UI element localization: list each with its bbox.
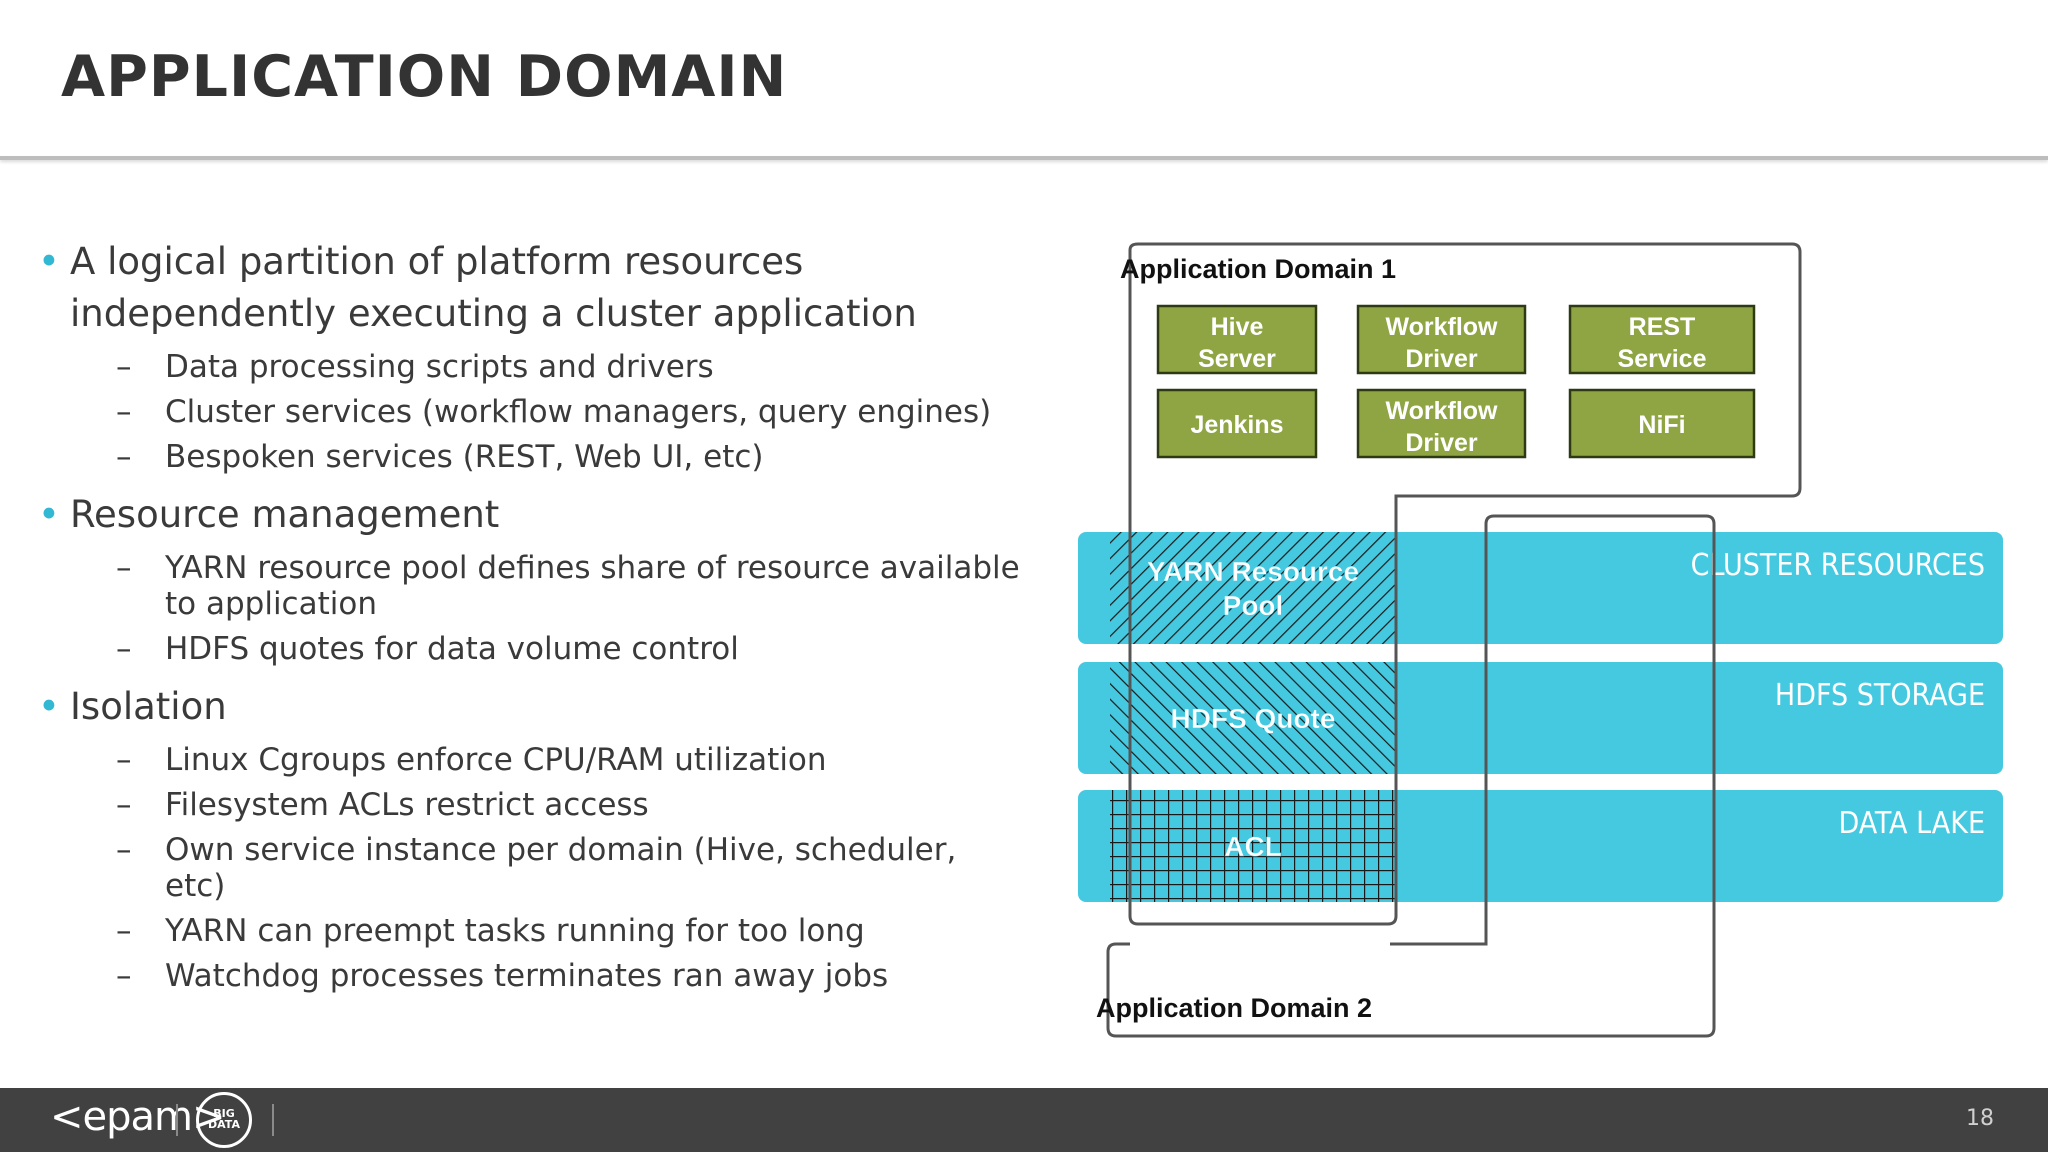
band-overlay-2 bbox=[1110, 790, 1396, 902]
bullet-item: • Isolation bbox=[38, 681, 1048, 733]
sub-bullet-text: Watchdog processes terminates ran away j… bbox=[165, 958, 889, 994]
service-label: Hive bbox=[1211, 313, 1264, 341]
sub-bullet-text: Data processing scripts and drivers bbox=[165, 349, 714, 385]
sub-bullet-text: Filesystem ACLs restrict access bbox=[165, 787, 649, 823]
sub-bullet-item: –YARN can preempt tasks running for too … bbox=[38, 913, 1048, 949]
dash-icon: – bbox=[116, 394, 132, 430]
service-label: Server bbox=[1198, 345, 1276, 373]
service-label: NiFi bbox=[1638, 411, 1685, 439]
band-inner-label: YARN Resource bbox=[1147, 556, 1359, 587]
bullet-text-continued: independently executing a cluster applic… bbox=[70, 292, 917, 335]
band-inner-label: Pool bbox=[1223, 590, 1284, 621]
bullet-item: • A logical partition of platform resour… bbox=[38, 236, 1048, 340]
service-label: Driver bbox=[1405, 429, 1478, 457]
dash-icon: – bbox=[116, 832, 132, 868]
sub-bullet-text-continued: etc) bbox=[165, 868, 226, 904]
big-data-logo-top: BIG bbox=[213, 1107, 235, 1120]
sub-bullet-item: –HDFS quotes for data volume control bbox=[38, 631, 1048, 667]
application-domain-1-label: Application Domain 1 bbox=[1120, 254, 1396, 284]
sub-bullet-item: –Own service instance per domain (Hive, … bbox=[38, 832, 1048, 904]
bullet-item: • Resource management bbox=[38, 489, 1048, 541]
service-boxes: HiveServerWorkflowDriverRESTServiceJenki… bbox=[1156, 304, 1756, 459]
bullet-text: Resource management bbox=[70, 493, 500, 536]
sub-bullet-text-continued: to application bbox=[165, 586, 377, 622]
band-label: HDFS STORAGE bbox=[1775, 678, 1985, 713]
sub-bullet-list: –Linux Cgroups enforce CPU/RAM utilizati… bbox=[38, 742, 1048, 994]
footer-divider bbox=[272, 1104, 274, 1136]
dash-icon: – bbox=[116, 958, 132, 994]
bullet-dot-icon: • bbox=[38, 240, 60, 283]
dash-icon: – bbox=[116, 550, 132, 586]
slide-footer bbox=[0, 1088, 2048, 1152]
service-label: Driver bbox=[1405, 345, 1478, 373]
sub-bullet-text: Linux Cgroups enforce CPU/RAM utilizatio… bbox=[165, 742, 827, 778]
sub-bullet-text: YARN resource pool defines share of reso… bbox=[165, 550, 1020, 586]
sub-bullet-list: –Data processing scripts and drivers –Cl… bbox=[38, 349, 1048, 475]
band-label: DATA LAKE bbox=[1839, 806, 1985, 841]
application-domain-2-border bbox=[1106, 514, 1716, 1038]
sub-bullet-item: –Filesystem ACLs restrict access bbox=[38, 787, 1048, 823]
sub-bullet-item: –Linux Cgroups enforce CPU/RAM utilizati… bbox=[38, 742, 1048, 778]
sub-bullet-list: –YARN resource pool defines share of res… bbox=[38, 550, 1048, 667]
sub-bullet-item: –YARN resource pool defines share of res… bbox=[38, 550, 1048, 622]
header-divider bbox=[0, 156, 2048, 160]
service-label: Jenkins bbox=[1190, 411, 1283, 439]
band-overlay-0 bbox=[1110, 532, 1396, 644]
bullet-text: Isolation bbox=[70, 685, 227, 728]
dash-icon: – bbox=[116, 913, 132, 949]
service-box bbox=[1568, 304, 1756, 375]
slide-header: APPLICATION DOMAIN bbox=[0, 0, 2048, 156]
service-box bbox=[1156, 388, 1318, 459]
band-inner-label: HDFS Quote bbox=[1171, 703, 1336, 734]
slide-title: APPLICATION DOMAIN bbox=[61, 44, 788, 110]
service-label: Service bbox=[1618, 345, 1707, 373]
page-number: 18 bbox=[1966, 1106, 1994, 1131]
sub-bullet-text: Cluster services (workflow managers, que… bbox=[165, 394, 992, 430]
sub-bullet-text: YARN can preempt tasks running for too l… bbox=[165, 913, 865, 949]
dash-icon: – bbox=[116, 439, 132, 475]
application-domain-2-border-left bbox=[1106, 942, 1130, 984]
service-label: Workflow bbox=[1385, 397, 1498, 425]
dash-icon: – bbox=[116, 787, 132, 823]
dash-icon: – bbox=[116, 742, 132, 778]
service-label: Workflow bbox=[1385, 313, 1498, 341]
band-inner-label: ACL bbox=[1224, 831, 1282, 862]
big-data-logo: BIG DATA bbox=[196, 1092, 252, 1148]
service-box bbox=[1356, 304, 1527, 375]
sub-bullet-item: –Bespoken services (REST, Web UI, etc) bbox=[38, 439, 1048, 475]
bullet-dot-icon: • bbox=[38, 685, 60, 728]
sub-bullet-item: –Cluster services (workflow managers, qu… bbox=[38, 394, 1048, 430]
dash-icon: – bbox=[116, 631, 132, 667]
sub-bullet-text: Bespoken services (REST, Web UI, etc) bbox=[165, 439, 764, 475]
band-overlay-1 bbox=[1110, 662, 1396, 774]
dash-icon: – bbox=[116, 349, 132, 385]
bullet-text: A logical partition of platform resource… bbox=[70, 240, 804, 283]
service-box bbox=[1156, 304, 1318, 375]
service-box bbox=[1568, 388, 1756, 459]
bullet-dot-icon: • bbox=[38, 493, 60, 536]
big-data-logo-bottom: DATA bbox=[208, 1118, 240, 1131]
sub-bullet-item: –Watchdog processes terminates ran away … bbox=[38, 958, 1048, 994]
sub-bullet-text: HDFS quotes for data volume control bbox=[165, 631, 739, 667]
bullet-list: • A logical partition of platform resour… bbox=[38, 236, 1048, 1008]
band-label: CLUSTER RESOURCES bbox=[1691, 548, 1985, 583]
footer-divider bbox=[176, 1104, 178, 1136]
sub-bullet-item: –Data processing scripts and drivers bbox=[38, 349, 1048, 385]
service-box bbox=[1356, 388, 1527, 459]
service-label: REST bbox=[1629, 313, 1696, 341]
application-domain-2-label: Application Domain 2 bbox=[1096, 993, 1372, 1023]
application-domain-1-border bbox=[1128, 242, 1802, 926]
sub-bullet-text: Own service instance per domain (Hive, s… bbox=[165, 832, 957, 868]
